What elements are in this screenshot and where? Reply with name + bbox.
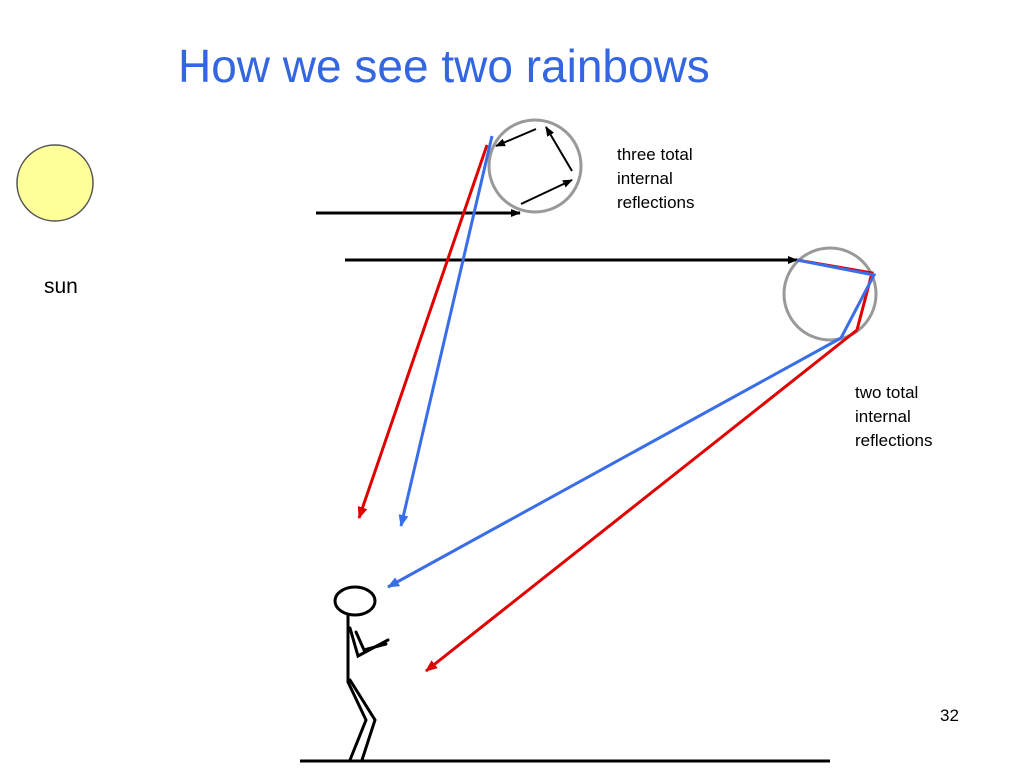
observer-figure — [333, 585, 390, 762]
red-ray-upper-droplet — [357, 144, 489, 519]
blue-ray-upper-droplet — [398, 135, 494, 527]
blue-ray-lower-droplet — [387, 336, 842, 589]
upper-droplet — [487, 118, 583, 214]
internal-reflection-ray-1 — [520, 179, 573, 205]
internal-reflection-ray-2 — [545, 126, 573, 172]
red-ray-lower-droplet — [425, 328, 858, 673]
two-reflections-label: two total internal reflections — [855, 383, 933, 450]
page-number: 32 — [940, 706, 959, 725]
three-reflections-label: three total internal reflections — [617, 145, 695, 212]
blue-ray-inside-lower-droplet — [796, 258, 877, 339]
lower-droplet — [782, 246, 878, 342]
slide-title: How we see two rainbows — [178, 40, 710, 92]
red-ray-inside-lower-droplet — [796, 258, 874, 331]
sun-shape — [16, 144, 94, 222]
sun-label: sun — [44, 275, 78, 298]
internal-reflection-ray-3 — [495, 128, 537, 147]
